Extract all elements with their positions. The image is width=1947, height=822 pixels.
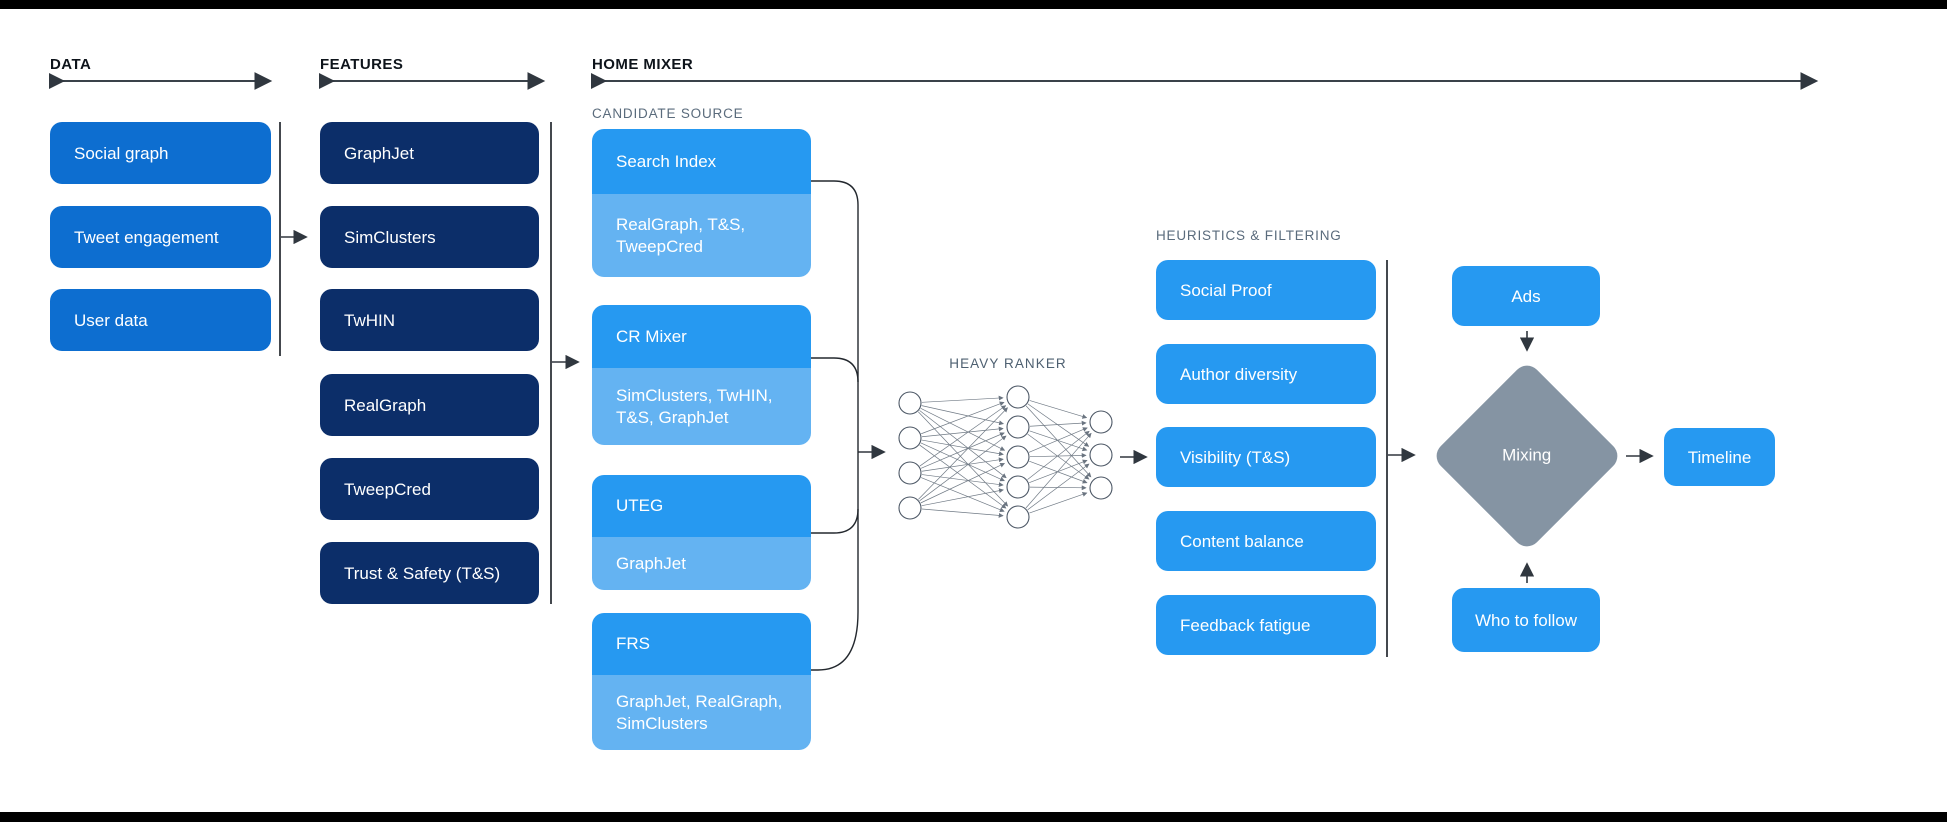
box-label: GraphJet bbox=[616, 553, 686, 573]
box-label: Search Index bbox=[616, 151, 717, 171]
box-label: CR Mixer bbox=[616, 326, 687, 346]
neural-network-graphic bbox=[898, 385, 1113, 529]
heuristics-filtering-label: HEURISTICS & FILTERING bbox=[1156, 228, 1342, 243]
heuristic-box-author-diversity: Author diversity bbox=[1156, 344, 1376, 404]
box-label: FRS bbox=[616, 634, 650, 653]
candidate-title: CR Mixer bbox=[592, 305, 811, 368]
candidate-title: Search Index bbox=[592, 129, 811, 194]
features-section-label: FEATURES bbox=[320, 56, 404, 73]
candidate-sources: GraphJet, RealGraph, SimClusters bbox=[592, 675, 811, 750]
box-label: Content balance bbox=[1180, 531, 1304, 551]
heuristic-box-content-balance: Content balance bbox=[1156, 511, 1376, 571]
box-label: TweepCred bbox=[344, 479, 431, 499]
heuristic-box-feedback-fatigue: Feedback fatigue bbox=[1156, 595, 1376, 655]
candidate-group-search-index: Search Index RealGraph, T&S, TweepCred bbox=[592, 129, 811, 277]
box-label: Timeline bbox=[1687, 447, 1752, 467]
heavy-ranker-label: HEAVY RANKER bbox=[949, 356, 1067, 371]
box-label: Author diversity bbox=[1180, 364, 1298, 384]
home-mixer-section-label: HOME MIXER bbox=[592, 56, 694, 73]
candidate-merge-curves bbox=[811, 180, 859, 671]
data-box-social-graph: Social graph bbox=[50, 122, 271, 184]
box-label: TwHIN bbox=[344, 310, 395, 330]
feature-box-twhin: TwHIN bbox=[320, 289, 539, 351]
candidate-group-cr-mixer: CR Mixer SimClusters, TwHIN, T&S, GraphJ… bbox=[592, 305, 811, 445]
who-to-follow-box: Who to follow bbox=[1452, 588, 1600, 652]
column-separators bbox=[279, 122, 1388, 657]
box-label: SimClusters, TwHIN, T&S, GraphJet bbox=[616, 385, 773, 427]
box-label: Tweet engagement bbox=[74, 227, 219, 247]
ads-box: Ads bbox=[1452, 266, 1600, 326]
box-label: Who to follow bbox=[1474, 610, 1578, 630]
top-letterbox-bar bbox=[0, 0, 1947, 9]
data-box-user-data: User data bbox=[50, 289, 271, 351]
feature-box-simclusters: SimClusters bbox=[320, 206, 539, 268]
bottom-letterbox-bar bbox=[0, 812, 1947, 822]
box-label: SimClusters bbox=[344, 227, 436, 247]
box-label: GraphJet, RealGraph, SimClusters bbox=[616, 691, 783, 733]
data-section-label: DATA bbox=[50, 56, 92, 73]
candidate-source-label: CANDIDATE SOURCE bbox=[592, 106, 744, 121]
feature-box-trust-safety: Trust & Safety (T&S) bbox=[320, 542, 539, 604]
box-label: User data bbox=[74, 310, 148, 330]
feature-box-realgraph: RealGraph bbox=[320, 374, 539, 436]
box-label: Mixing bbox=[1502, 446, 1552, 465]
data-box-tweet-engagement: Tweet engagement bbox=[50, 206, 271, 268]
candidate-sources: RealGraph, T&S, TweepCred bbox=[592, 194, 811, 277]
timeline-box: Timeline bbox=[1664, 428, 1775, 486]
candidate-group-uteg: UTEG GraphJet bbox=[592, 475, 811, 590]
heuristic-box-visibility: Visibility (T&S) bbox=[1156, 427, 1376, 487]
box-label: Trust & Safety (T&S) bbox=[344, 563, 501, 583]
candidate-group-frs: FRS GraphJet, RealGraph, SimClusters bbox=[592, 613, 811, 750]
feature-box-graphjet: GraphJet bbox=[320, 122, 539, 184]
box-label: Social graph bbox=[74, 143, 169, 163]
candidate-sources: GraphJet bbox=[592, 537, 811, 590]
box-label: UTEG bbox=[616, 496, 664, 515]
candidate-title: FRS bbox=[592, 613, 811, 675]
box-label: Ads bbox=[1511, 286, 1541, 306]
candidate-title: UTEG bbox=[592, 475, 811, 537]
box-label: Feedback fatigue bbox=[1180, 615, 1311, 635]
box-label: RealGraph, T&S, TweepCred bbox=[616, 214, 746, 256]
box-label: RealGraph bbox=[344, 395, 427, 415]
flow-arrows bbox=[281, 229, 1654, 583]
heuristic-box-social-proof: Social Proof bbox=[1156, 260, 1376, 320]
box-label: GraphJet bbox=[344, 143, 414, 163]
candidate-sources: SimClusters, TwHIN, T&S, GraphJet bbox=[592, 368, 811, 445]
box-label: Visibility (T&S) bbox=[1180, 447, 1291, 467]
box-label: Social Proof bbox=[1180, 280, 1272, 300]
feature-box-tweepcred: TweepCred bbox=[320, 458, 539, 520]
